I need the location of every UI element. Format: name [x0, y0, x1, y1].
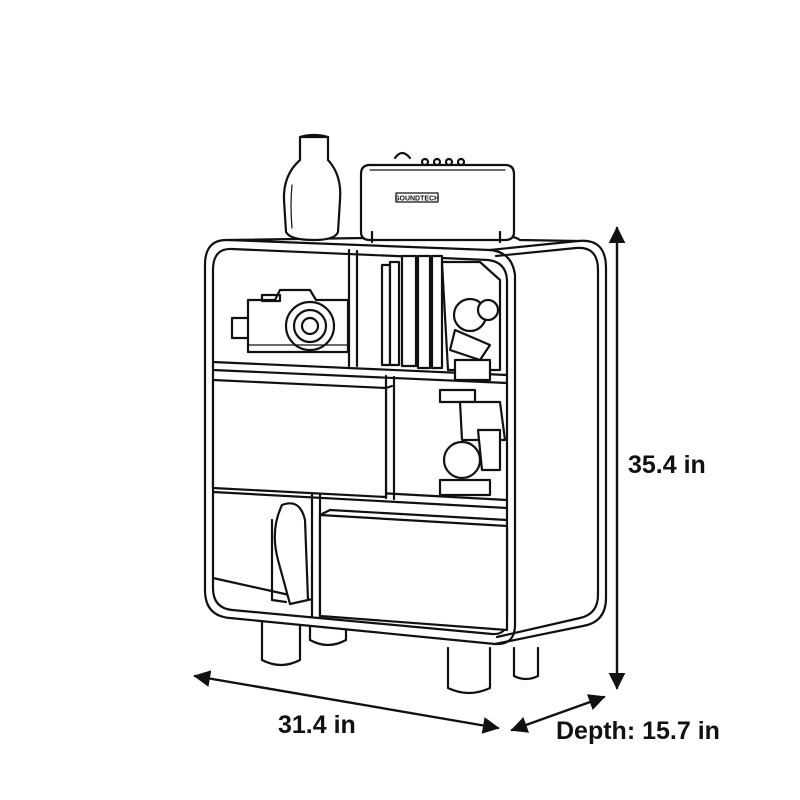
width-dimension-arrow — [193, 670, 500, 734]
cabinet-drawers — [211, 378, 509, 632]
figurine-lower-icon — [438, 428, 502, 497]
speaker-icon — [359, 151, 516, 244]
height-label: 35.4 in — [628, 451, 706, 479]
width-label: 31.4 in — [278, 711, 356, 739]
sculpture-icon — [270, 502, 310, 606]
depth-label: Depth: 15.7 in — [556, 717, 720, 745]
camera-icon — [230, 288, 350, 354]
vase-icon — [282, 133, 342, 242]
depth-dimension-arrow — [510, 694, 606, 733]
speaker-brand-label: SOUNDTECH — [395, 196, 439, 203]
